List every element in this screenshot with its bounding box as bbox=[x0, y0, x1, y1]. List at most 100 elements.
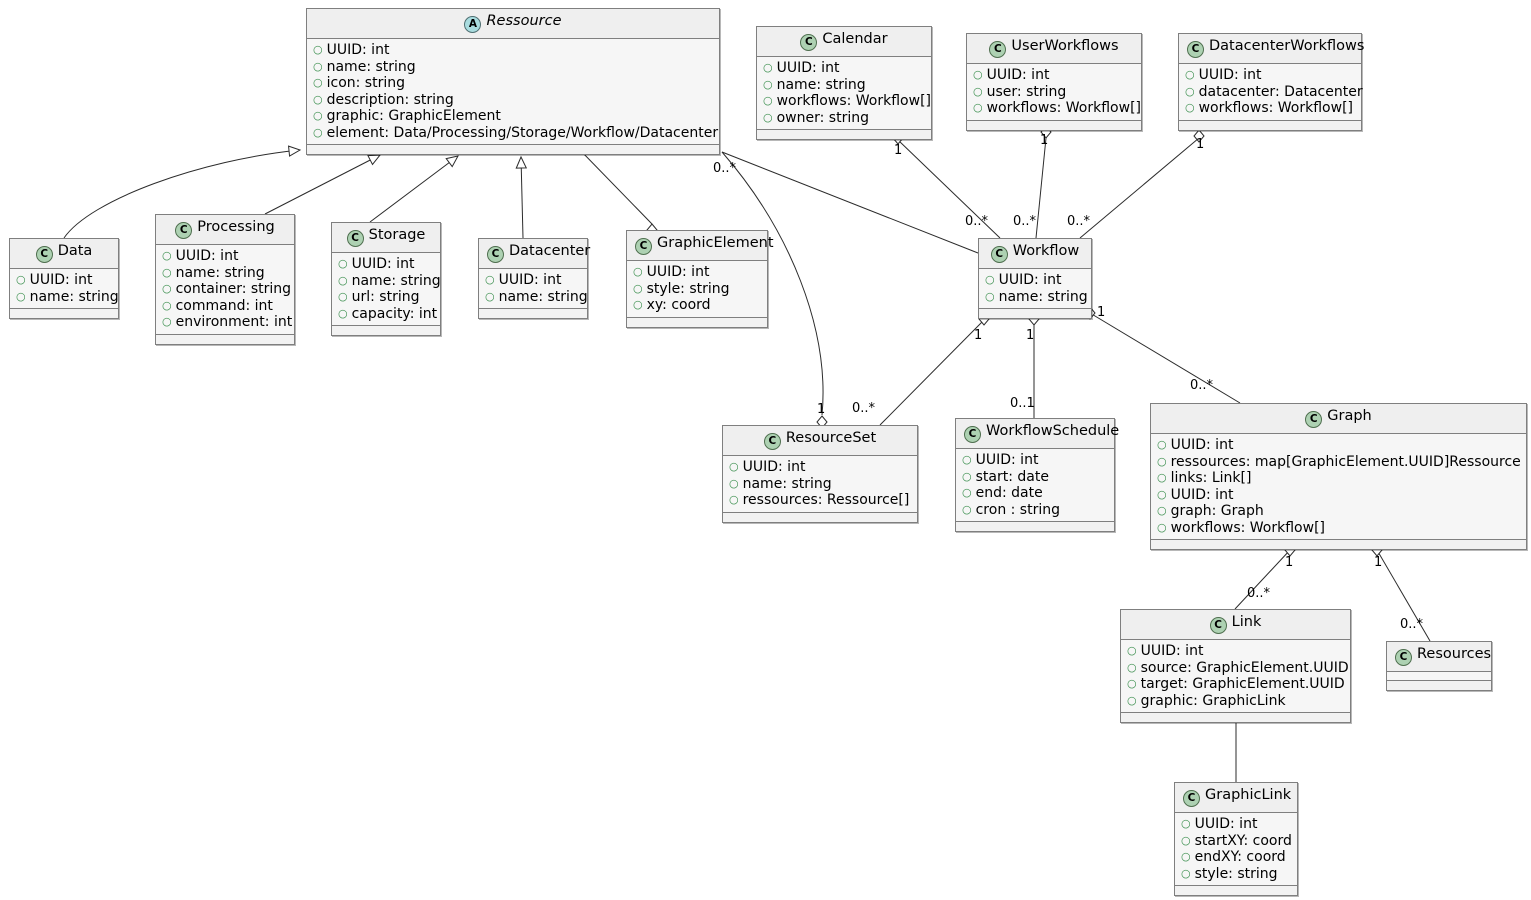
attribute-row: ○ressources: map[GraphicElement.UUID]Res… bbox=[1157, 454, 1521, 471]
multiplicity-label: 0..* bbox=[1190, 378, 1214, 393]
multiplicity-label: 1 bbox=[1026, 328, 1035, 343]
multiplicity-label: 0..* bbox=[1247, 586, 1271, 601]
attribute-row: ○UUID: int bbox=[1127, 643, 1344, 660]
attribute-row: ○target: GraphicElement.UUID bbox=[1127, 676, 1345, 693]
class-icon: C bbox=[1209, 617, 1227, 634]
attribute-text: name: string bbox=[776, 76, 866, 93]
attribute-row: ○workflows: Workflow[] bbox=[1185, 100, 1355, 117]
attribute-text: style: string bbox=[646, 280, 730, 297]
visibility-public-icon: ○ bbox=[313, 43, 323, 56]
attribute-row: ○xy: coord bbox=[633, 297, 761, 314]
visibility-public-icon: ○ bbox=[973, 84, 983, 98]
visibility-public-icon: ○ bbox=[313, 92, 323, 106]
class-name-data: Data bbox=[57, 243, 93, 259]
attribute-row: ○command: int bbox=[162, 298, 288, 315]
class-icon: C bbox=[800, 34, 818, 51]
attribute-row: ○UUID: int bbox=[338, 256, 434, 273]
attribute-row: ○user: string bbox=[973, 84, 1135, 101]
class-attributes-storage: ○UUID: int○name: string○url: string○capa… bbox=[332, 253, 441, 326]
attribute-row: ○name: string bbox=[763, 77, 925, 94]
multiplicity-label: 0..* bbox=[1013, 214, 1037, 229]
multiplicity-label: 1 bbox=[817, 402, 826, 417]
visibility-public-icon: ○ bbox=[1127, 644, 1137, 657]
class-attributes-userworkflows: ○UUID: int○user: string○workflows: Workf… bbox=[967, 64, 1141, 121]
class-methods-graphicelement bbox=[627, 317, 767, 327]
visibility-public-icon: ○ bbox=[985, 289, 995, 303]
attribute-row: ○endXY: coord bbox=[1181, 849, 1291, 866]
class-methods-storage bbox=[332, 326, 440, 335]
visibility-public-icon: ○ bbox=[485, 289, 495, 303]
visibility-public-icon: ○ bbox=[1181, 850, 1191, 863]
class-attributes-graphiclink: ○ UUID: int○startXY: coord○endXY: coord○s… bbox=[1175, 813, 1297, 886]
attribute-text: UUID: int bbox=[776, 60, 840, 76]
class-methods-processing bbox=[156, 334, 294, 344]
class-methods-workflowschedule bbox=[956, 522, 1114, 531]
class-methods-resourceset bbox=[723, 512, 917, 522]
attribute-row: ○name: string bbox=[729, 476, 911, 493]
attribute-text: UUID: int bbox=[1194, 816, 1258, 832]
attribute-text: environment: int bbox=[175, 314, 293, 330]
attribute-text: start: date bbox=[975, 468, 1049, 485]
attribute-text: links: Link[] bbox=[1170, 470, 1252, 486]
attribute-text: UUID: int bbox=[1198, 67, 1262, 83]
attribute-row: ○description: string bbox=[313, 92, 713, 109]
class-icon: C bbox=[1187, 41, 1204, 58]
attribute-row: ○style: string bbox=[1181, 866, 1291, 883]
multiplicity-label: 0..* bbox=[965, 214, 989, 229]
attribute-text: UUID: int bbox=[1170, 486, 1234, 503]
attribute-row: ○graphic: GraphicLink bbox=[1127, 693, 1344, 710]
class-icon: C bbox=[990, 246, 1008, 263]
class-methods-data bbox=[10, 309, 118, 318]
edge-storage-to-ressource bbox=[369, 155, 459, 223]
class-name-workflowschedule: WorkflowSchedule bbox=[986, 423, 1120, 439]
visibility-public-icon: ○ bbox=[313, 109, 323, 122]
visibility-public-icon: ○ bbox=[1157, 438, 1167, 451]
visibility-public-icon: ○ bbox=[729, 476, 739, 490]
attribute-text: end: date bbox=[975, 485, 1043, 501]
attribute-text: UUID: int bbox=[29, 272, 93, 288]
attribute-text: owner: string bbox=[776, 109, 869, 126]
visibility-public-icon: ○ bbox=[162, 249, 172, 262]
visibility-public-icon: ○ bbox=[962, 469, 972, 483]
visibility-public-icon: ○ bbox=[763, 61, 773, 74]
visibility-public-icon: ○ bbox=[729, 493, 739, 506]
attribute-text: UUID: int bbox=[998, 272, 1062, 288]
attribute-row: ○capacity: int bbox=[338, 306, 437, 323]
attribute-text: workflows: Workflow[] bbox=[776, 93, 931, 109]
visibility-public-icon: ○ bbox=[962, 453, 972, 466]
attribute-row: ○UUID: int bbox=[162, 248, 288, 265]
attribute-row: ○style: string bbox=[633, 281, 761, 298]
visibility-public-icon: ○ bbox=[313, 59, 323, 73]
attribute-row: ○UUID: int bbox=[962, 452, 1108, 469]
class-name-resourceset: ResourceSet bbox=[785, 430, 877, 446]
attribute-text: UUID: int bbox=[351, 256, 415, 272]
class-methods-workflow bbox=[979, 309, 1091, 318]
attribute-row: ○startXY: coord bbox=[1181, 833, 1292, 850]
visibility-public-icon: ○ bbox=[962, 502, 972, 516]
